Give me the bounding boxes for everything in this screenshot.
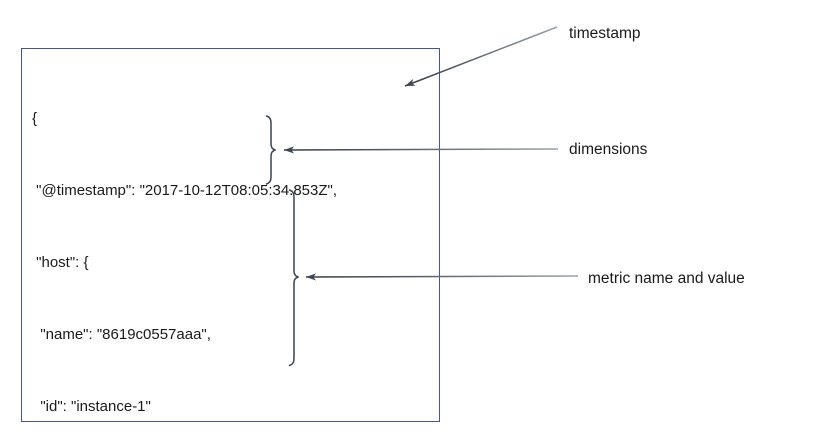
annotation-label-metric: metric name and value bbox=[588, 270, 745, 287]
json-code-block: { "@timestamp": "2017-10-12T08:05:34.853… bbox=[32, 59, 337, 437]
json-document-box: { "@timestamp": "2017-10-12T08:05:34.853… bbox=[21, 48, 440, 422]
json-line-timestamp: "@timestamp": "2017-10-12T08:05:34.853Z"… bbox=[32, 182, 338, 199]
json-line-host-open: "host": { bbox=[32, 254, 89, 271]
json-line-host-name: "name": "8619c0557aaa", bbox=[32, 326, 211, 343]
annotation-label-timestamp: timestamp bbox=[569, 25, 641, 42]
json-line-host-id: "id": "instance-1" bbox=[32, 398, 151, 415]
annotation-label-dimensions: dimensions bbox=[569, 141, 648, 158]
json-line: { bbox=[32, 110, 38, 127]
